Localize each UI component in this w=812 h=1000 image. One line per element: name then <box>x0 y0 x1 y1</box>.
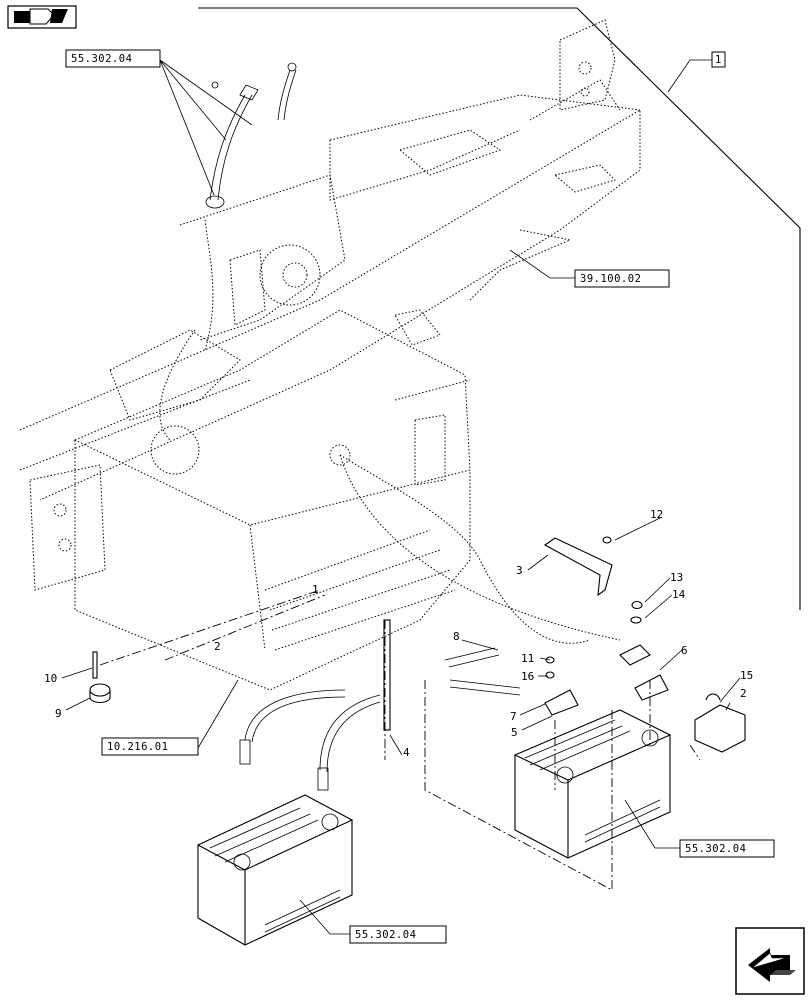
clip-15 <box>705 693 721 701</box>
leader-ref-1 <box>667 59 718 93</box>
callout-2: 2 <box>740 687 747 700</box>
cover-2 <box>694 704 746 753</box>
callout-11: 11 <box>521 652 534 665</box>
battery-left <box>196 794 354 946</box>
battery-right <box>513 709 672 859</box>
next-page-arrow-icon[interactable] <box>735 927 805 995</box>
clamp-6 <box>619 644 651 666</box>
nut-11 <box>545 656 555 664</box>
battery-box <box>73 309 471 691</box>
callout-2b: 2 <box>214 640 221 653</box>
parts <box>89 536 746 753</box>
ref-middle-right[interactable]: 39.100.02 <box>574 269 670 288</box>
callout-5: 5 <box>511 726 518 739</box>
reference-code: 55.302.04 <box>71 53 132 65</box>
ref-battery-left[interactable]: 55.302.04 <box>349 925 447 944</box>
reference-code: 55.302.04 <box>685 843 746 855</box>
reference-code: 10.216.01 <box>107 741 168 753</box>
group-boundary-line <box>198 7 801 610</box>
cables <box>239 454 621 791</box>
callout-7: 7 <box>510 710 517 723</box>
callout-16: 16 <box>521 670 534 683</box>
callout-12: 12 <box>650 508 663 521</box>
nut-12 <box>602 536 612 544</box>
rod-4 <box>383 619 391 731</box>
washer-14 <box>630 616 642 624</box>
reference-code: 1 <box>715 54 722 66</box>
callout-8: 8 <box>453 630 460 643</box>
callout-15: 15 <box>740 669 753 682</box>
washer-16 <box>545 671 555 679</box>
ref-battery-right[interactable]: 55.302.04 <box>679 839 775 858</box>
leader-lines <box>61 59 741 935</box>
reference-code: 39.100.02 <box>580 273 641 285</box>
bolt-10 <box>92 651 98 679</box>
callout-10: 10 <box>44 672 57 685</box>
wire-harness <box>159 62 297 441</box>
callout-1: 1 <box>312 583 319 596</box>
reference-code: 55.302.04 <box>355 929 416 941</box>
clamp-5 <box>544 689 579 716</box>
callout-9: 9 <box>55 707 62 720</box>
callout-6: 6 <box>681 644 688 657</box>
callout-4: 4 <box>403 746 410 759</box>
callout-13: 13 <box>670 571 683 584</box>
frame-beam <box>19 19 641 591</box>
callout-3: 3 <box>516 564 523 577</box>
mount-9 <box>89 683 111 697</box>
ref-lower-left[interactable]: 10.216.01 <box>101 737 199 756</box>
callout-14: 14 <box>672 588 686 601</box>
nut-13 <box>631 600 643 610</box>
ref-box-1[interactable]: 1 <box>711 51 726 68</box>
ref-top-left[interactable]: 55.302.04 <box>65 49 161 68</box>
book-arrow-icon[interactable] <box>7 5 77 29</box>
bracket-part-3 <box>543 537 613 597</box>
